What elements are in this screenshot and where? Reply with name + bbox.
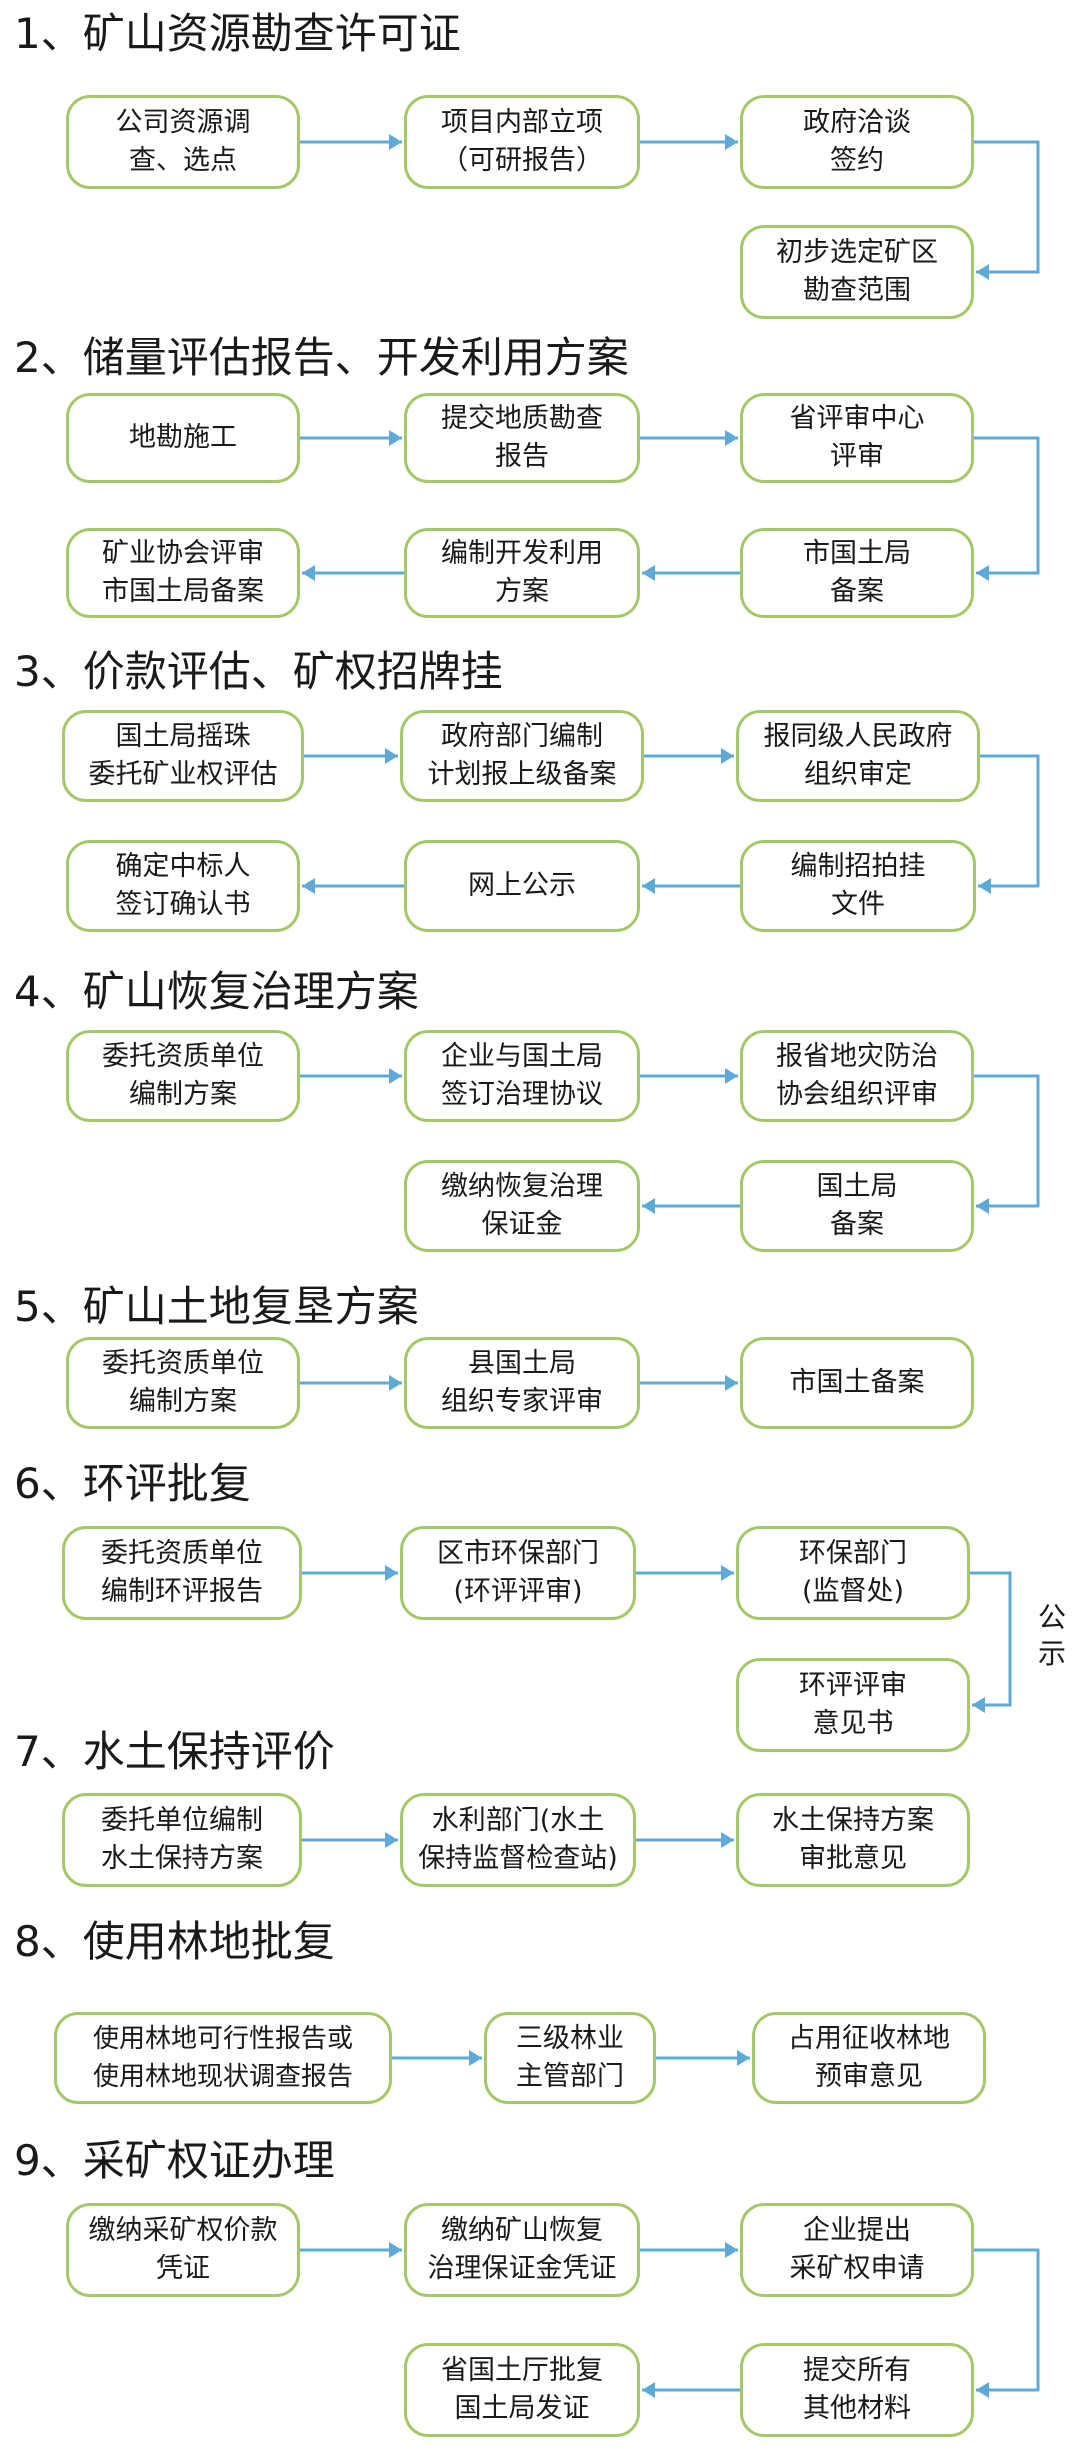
- arrow-head-13: [302, 878, 315, 894]
- s6-publicity-note: 公 示: [1037, 1601, 1066, 1670]
- s5-node-2: 县国土局 组织专家评审: [404, 1337, 640, 1429]
- arrow-head-22: [972, 1697, 985, 1713]
- s5-node-3: 市国土备案: [740, 1337, 974, 1429]
- connector-16: [974, 1074, 1040, 1208]
- arrow-head-5: [725, 430, 738, 446]
- connector-6: [974, 436, 1040, 575]
- arrow-head-20: [385, 1565, 398, 1581]
- s7-node-3: 水土保持方案 审批意见: [736, 1793, 970, 1887]
- section-2-title: 2、储量评估报告、开发利用方案: [14, 333, 629, 382]
- section-1-title: 1、矿山资源勘查许可证: [14, 9, 461, 58]
- arrow-head-19: [725, 1375, 738, 1391]
- s8-node-2: 三级林业 主管部门: [484, 2012, 656, 2104]
- s2-node-4: 市国土局 备案: [740, 528, 974, 618]
- s5-node-1: 委托资质单位 编制方案: [66, 1337, 300, 1429]
- section-8-title: 8、使用林地批复: [14, 1917, 335, 1966]
- arrow-head-21: [721, 1565, 734, 1581]
- section-7-title: 7、水土保持评价: [14, 1727, 335, 1776]
- arrow-head-26: [737, 2050, 750, 2066]
- section-5-title: 5、矿山土地复垦方案: [14, 1282, 419, 1331]
- arrow-head-1: [389, 134, 402, 150]
- s2-node-2: 提交地质勘查 报告: [404, 393, 640, 483]
- s9-node-2: 缴纳矿山恢复 治理保证金凭证: [404, 2203, 640, 2297]
- s7-node-2: 水利部门(水土 保持监督检查站): [400, 1793, 636, 1887]
- arrow-head-2: [725, 134, 738, 150]
- arrow-head-9: [385, 748, 398, 764]
- s4-node-1: 委托资质单位 编制方案: [66, 1030, 300, 1122]
- s3-node-5: 网上公示: [404, 840, 640, 932]
- arrow-head-14: [389, 1068, 402, 1084]
- arrow-head-12: [642, 878, 655, 894]
- s1-node-3: 政府洽谈 签约: [740, 95, 974, 189]
- s4-node-5: 缴纳恢复治理 保证金: [404, 1160, 640, 1252]
- section-3-title: 3、价款评估、矿权招牌挂: [14, 647, 503, 696]
- connector-22: [970, 1571, 1012, 1707]
- arrow-head-16: [976, 1198, 989, 1214]
- arrow-head-23: [385, 1832, 398, 1848]
- arrow-head-24: [721, 1832, 734, 1848]
- section-9-title: 9、采矿权证办理: [14, 2136, 335, 2185]
- s4-node-2: 企业与国土局 签订治理协议: [404, 1030, 640, 1122]
- arrow-head-11: [978, 878, 991, 894]
- arrow-head-4: [389, 430, 402, 446]
- arrow-head-25: [469, 2050, 482, 2066]
- s3-node-3: 报同级人民政府 组织审定: [736, 710, 980, 802]
- arrow-head-17: [642, 1198, 655, 1214]
- s7-node-1: 委托单位编制 水土保持方案: [62, 1793, 302, 1887]
- s6-node-4: 环评评审 意见书: [736, 1658, 970, 1752]
- section-6-title: 6、环评批复: [14, 1459, 251, 1508]
- s2-node-5: 编制开发利用 方案: [404, 528, 640, 618]
- arrow-head-10: [721, 748, 734, 764]
- s1-node-4: 初步选定矿区 勘查范围: [740, 225, 974, 319]
- s9-node-3: 企业提出 采矿权申请: [740, 2203, 974, 2297]
- section-4-title: 4、矿山恢复治理方案: [14, 967, 419, 1016]
- s4-node-4: 国土局 备案: [740, 1160, 974, 1252]
- s1-node-1: 公司资源调 查、选点: [66, 95, 300, 189]
- arrow-head-29: [976, 2382, 989, 2398]
- s4-node-3: 报省地灾防治 协会组织评审: [740, 1030, 974, 1122]
- arrow-head-28: [725, 2242, 738, 2258]
- s9-node-1: 缴纳采矿权价款 凭证: [66, 2203, 300, 2297]
- s3-node-2: 政府部门编制 计划报上级备案: [400, 710, 644, 802]
- connector-3: [974, 140, 1040, 274]
- s8-node-3: 占用征收林地 预审意见: [752, 2012, 986, 2104]
- arrow-head-7: [642, 565, 655, 581]
- arrow-head-3: [976, 264, 989, 280]
- s3-node-4: 编制招拍挂 文件: [740, 840, 976, 932]
- arrow-head-27: [389, 2242, 402, 2258]
- s8-node-1: 使用林地可行性报告或 使用林地现状调查报告: [54, 2012, 392, 2104]
- s2-node-1: 地勘施工: [66, 393, 300, 483]
- s3-node-6: 确定中标人 签订确认书: [66, 840, 300, 932]
- arrow-head-15: [725, 1068, 738, 1084]
- arrow-head-18: [389, 1375, 402, 1391]
- s9-node-5: 省国土厅批复 国土局发证: [404, 2343, 640, 2437]
- s3-node-1: 国土局摇珠 委托矿业权评估: [62, 710, 304, 802]
- s6-node-3: 环保部门 (监督处): [736, 1526, 970, 1620]
- s2-node-3: 省评审中心 评审: [740, 393, 974, 483]
- connector-29: [974, 2248, 1040, 2392]
- arrow-head-30: [642, 2382, 655, 2398]
- arrow-head-6: [976, 565, 989, 581]
- s2-node-6: 矿业协会评审 市国土局备案: [66, 528, 300, 618]
- arrow-head-8: [302, 565, 315, 581]
- s1-node-2: 项目内部立项 （可研报告）: [404, 95, 640, 189]
- connector-11: [978, 754, 1040, 888]
- s6-node-1: 委托资质单位 编制环评报告: [62, 1526, 302, 1620]
- s6-node-2: 区市环保部门 (环评评审): [400, 1526, 636, 1620]
- s9-node-4: 提交所有 其他材料: [740, 2343, 974, 2437]
